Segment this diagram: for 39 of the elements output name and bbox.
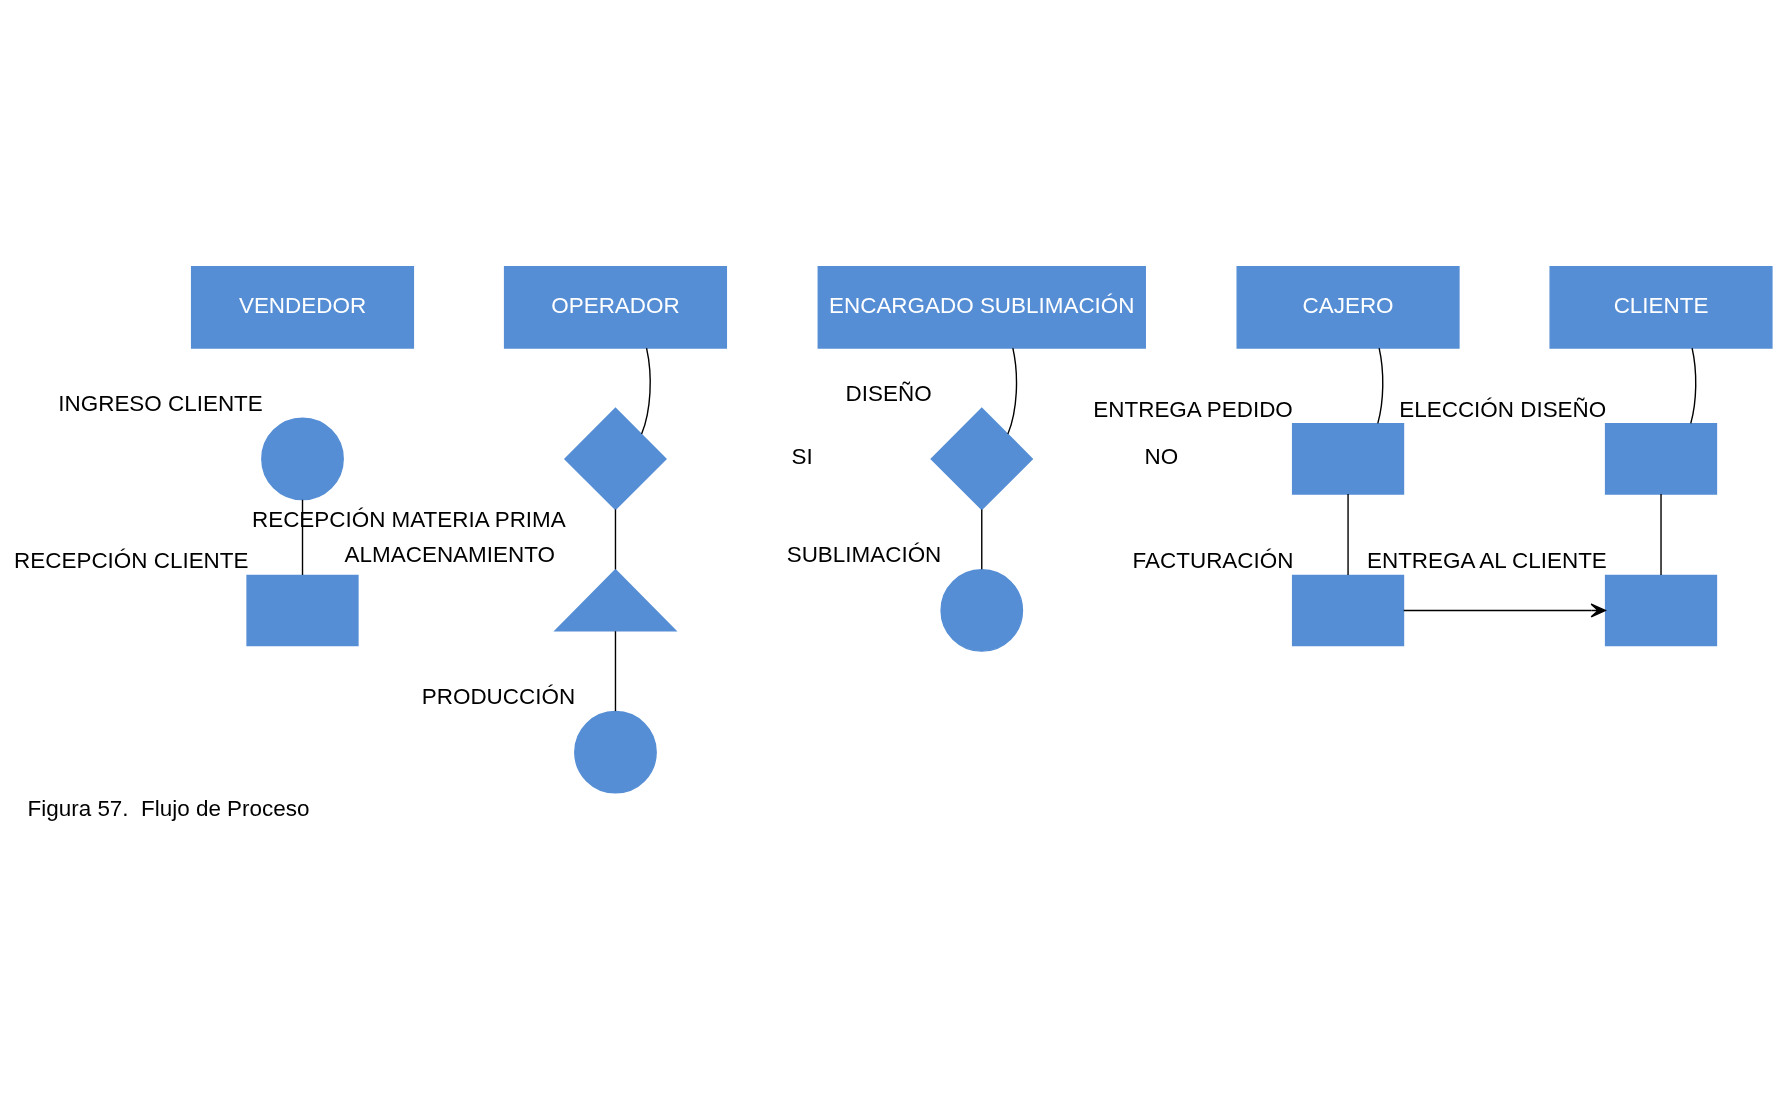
node-label: ALMACENAMIENTO [344, 541, 555, 567]
arrow [1403, 602, 1606, 617]
node-circle [940, 568, 1024, 652]
node-box: ENCARGADO SUBLIMACIÓN [817, 265, 1146, 349]
node-circle [574, 710, 657, 794]
connector [640, 347, 651, 435]
node-box: CLIENTE [1549, 265, 1773, 349]
connector [614, 508, 617, 570]
node-circle [261, 417, 344, 500]
node-box [246, 574, 359, 646]
node-box [1604, 574, 1718, 646]
node-label: RECEPCIÓN CLIENTE [14, 547, 249, 573]
connector [1690, 347, 1697, 424]
connector [1007, 347, 1018, 435]
connector [1347, 492, 1349, 576]
node-label: PRODUCCIÓN [421, 683, 576, 709]
node-label: ENTREGA PEDIDO [1093, 396, 1293, 421]
node-box: VENDEDOR [190, 265, 415, 349]
connector [614, 629, 617, 712]
node-box: OPERADOR [503, 265, 728, 349]
node-label: ENTREGA AL CLIENTE [1367, 547, 1607, 573]
caption: Figura 57. Flujo de Proceso [27, 795, 310, 821]
node-label: ELECCIÓN DISEÑO [1399, 396, 1607, 421]
connector [981, 508, 983, 570]
node-box [1291, 574, 1405, 646]
node-diamond [563, 406, 667, 510]
node-triangle [553, 568, 678, 631]
node-label: SUBLIMACIÓN [786, 541, 942, 567]
connector [1377, 347, 1384, 424]
label: NO [1144, 443, 1179, 469]
node-box [1604, 422, 1718, 495]
connector [1660, 492, 1662, 576]
label: SI [791, 443, 813, 469]
node-label: FACTURACIÓN [1132, 547, 1294, 573]
node-box [1291, 422, 1405, 495]
node-box: CAJERO [1236, 265, 1460, 349]
node-diamond [930, 406, 1034, 510]
node-label: INGRESO CLIENTE [58, 390, 263, 416]
node-label: DISEÑO [845, 380, 932, 406]
